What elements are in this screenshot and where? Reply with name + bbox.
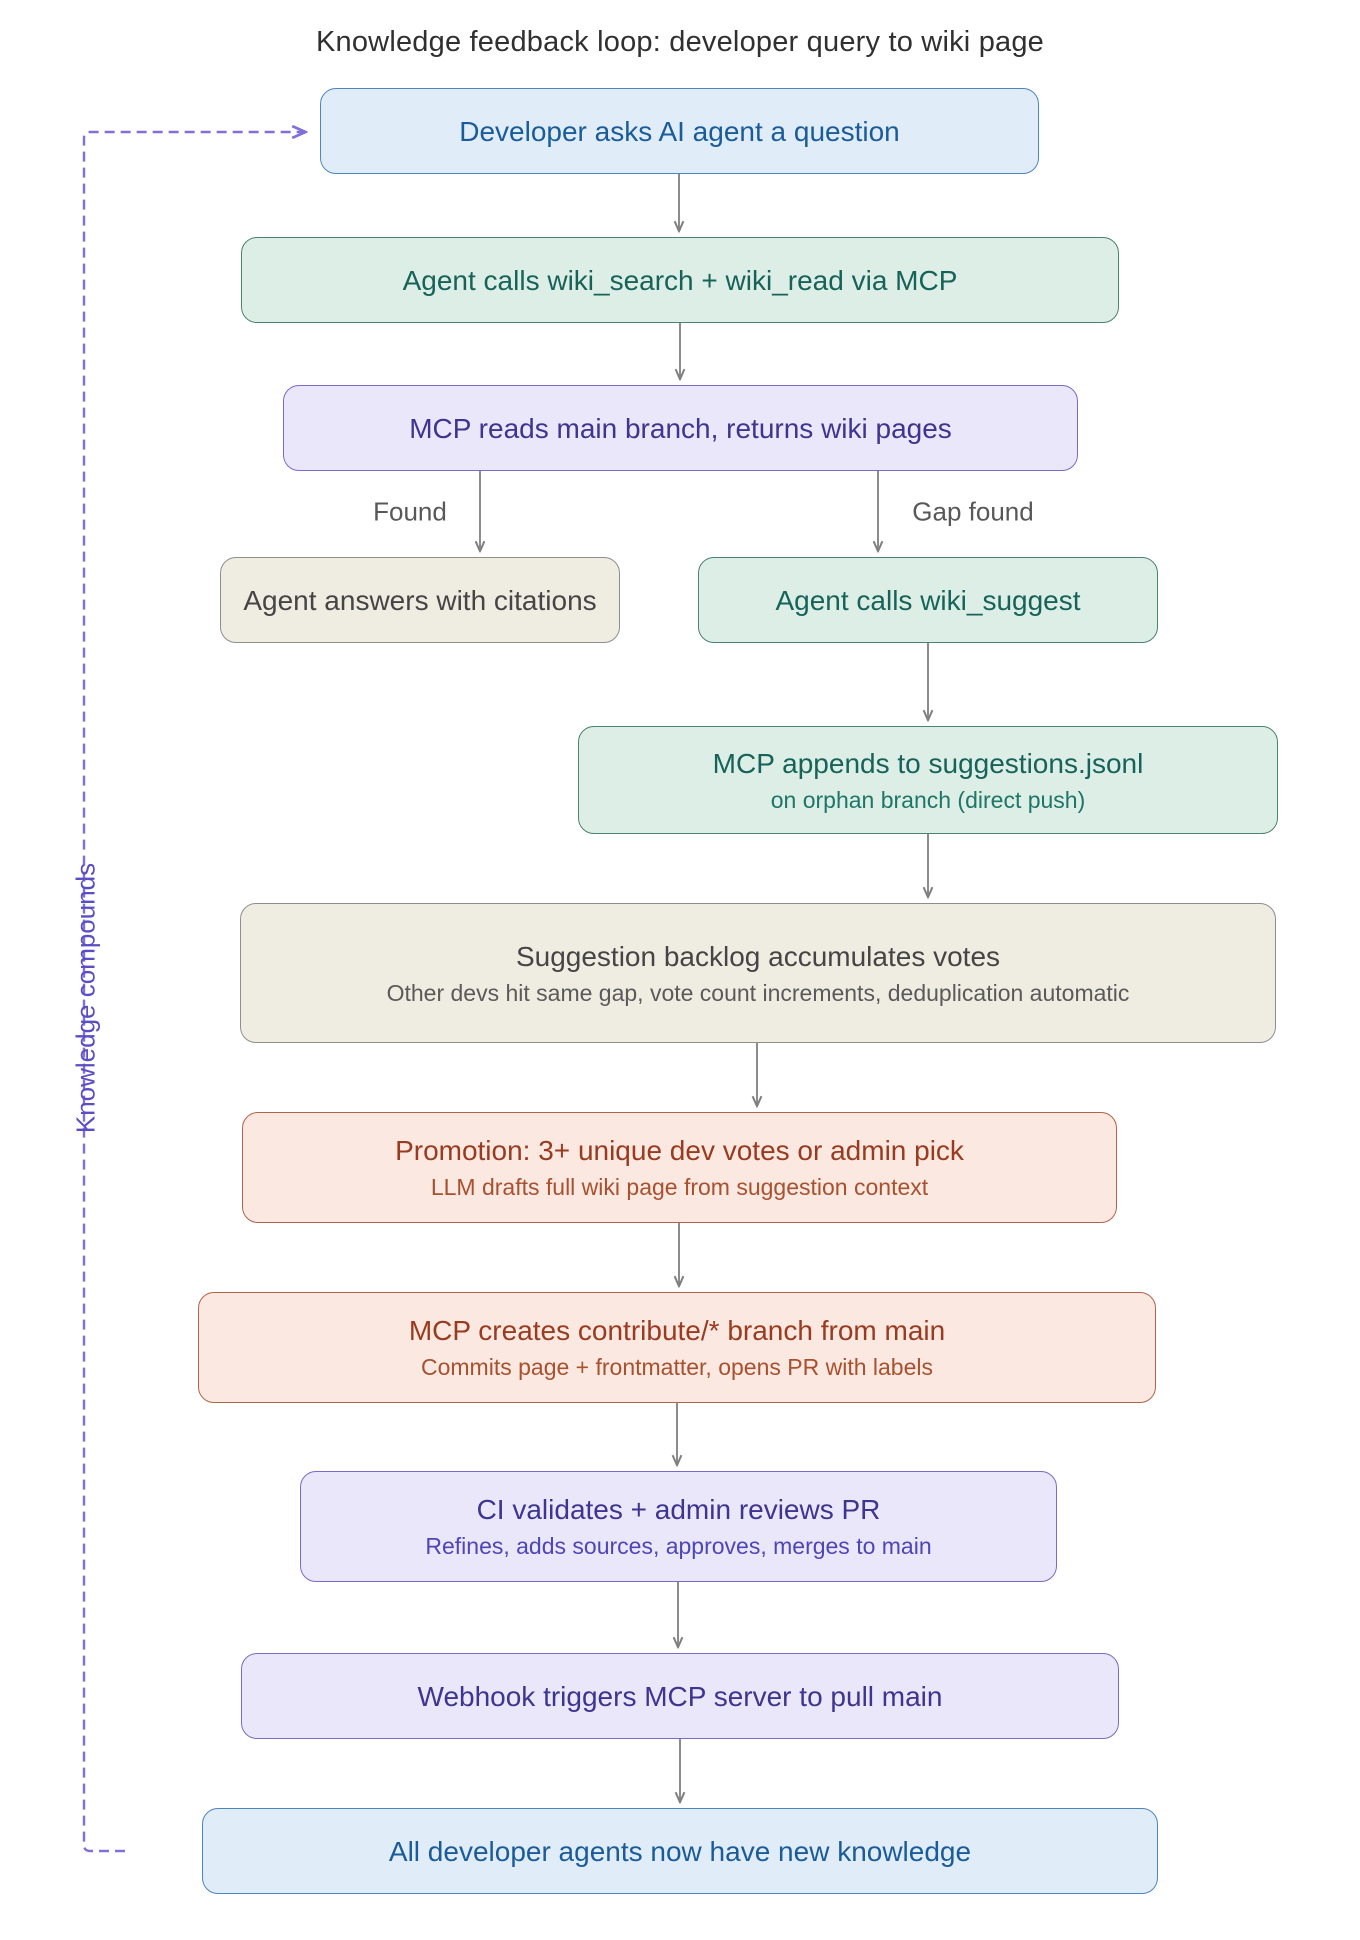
- node-label: Suggestion backlog accumulates votes: [515, 940, 1001, 972]
- node-sublabel: LLM drafts full wiki page from suggestio…: [430, 1174, 929, 1201]
- node-sublabel: Refines, adds sources, approves, merges …: [425, 1533, 932, 1560]
- node-label: MCP creates contribute/* branch from mai…: [408, 1315, 946, 1347]
- node-mcp-reads-main: MCP reads main branch, returns wiki page…: [283, 385, 1078, 471]
- feedback-loop-arrow: [82, 132, 304, 1853]
- diagram-title: Knowledge feedback loop: developer query…: [315, 26, 1045, 58]
- node-label: Agent calls wiki_suggest: [775, 584, 1081, 616]
- node-label: CI validates + admin reviews PR: [476, 1494, 881, 1526]
- node-suggestion-backlog: Suggestion backlog accumulates votes Oth…: [240, 903, 1276, 1043]
- node-new-knowledge: All developer agents now have new knowle…: [202, 1808, 1158, 1894]
- node-webhook-pull: Webhook triggers MCP server to pull main: [241, 1653, 1119, 1739]
- node-ci-validates: CI validates + admin reviews PR Refines,…: [300, 1471, 1057, 1582]
- node-label: Developer asks AI agent a question: [459, 115, 900, 147]
- node-label: Promotion: 3+ unique dev votes or admin …: [395, 1135, 964, 1167]
- node-sublabel: on orphan branch (direct push): [770, 786, 1086, 813]
- edge-label-found: Found: [367, 496, 453, 528]
- node-label: MCP reads main branch, returns wiki page…: [409, 412, 952, 444]
- node-developer-question: Developer asks AI agent a question: [320, 88, 1039, 174]
- node-label: Webhook triggers MCP server to pull main: [417, 1680, 943, 1712]
- node-promotion: Promotion: 3+ unique dev votes or admin …: [242, 1112, 1117, 1223]
- node-sublabel: Other devs hit same gap, vote count incr…: [386, 979, 1130, 1006]
- node-label: MCP appends to suggestions.jsonl: [712, 747, 1144, 779]
- node-label: All developer agents now have new knowle…: [388, 1835, 972, 1867]
- node-label: Agent answers with citations: [243, 584, 597, 616]
- edge-label-gap-found: Gap found: [906, 496, 1040, 528]
- node-mcp-appends-suggestions: MCP appends to suggestions.jsonl on orph…: [578, 726, 1278, 834]
- node-sublabel: Commits page + frontmatter, opens PR wit…: [421, 1354, 933, 1381]
- node-agent-search-read: Agent calls wiki_search + wiki_read via …: [241, 237, 1119, 323]
- loop-label-knowledge-compounds: Knowledge compounds: [70, 862, 101, 1134]
- node-label: Agent calls wiki_search + wiki_read via …: [402, 264, 958, 296]
- node-mcp-creates-branch: MCP creates contribute/* branch from mai…: [198, 1292, 1156, 1403]
- node-agent-answers: Agent answers with citations: [220, 557, 620, 643]
- node-agent-wiki-suggest: Agent calls wiki_suggest: [698, 557, 1158, 643]
